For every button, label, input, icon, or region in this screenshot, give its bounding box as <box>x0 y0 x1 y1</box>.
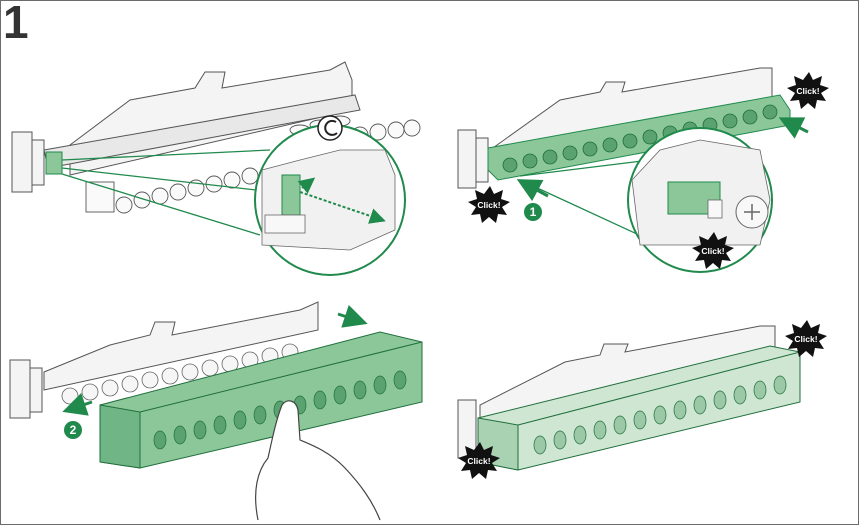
svg-text:Click!: Click! <box>796 86 819 96</box>
click-burst: Click! <box>468 186 510 223</box>
panel-1-rail-with-zoom <box>11 61 421 276</box>
svg-text:Click!: Click! <box>467 456 490 466</box>
click-burst: Click! <box>785 320 827 357</box>
zoom-detail-circle-2 <box>627 127 773 273</box>
svg-text:1: 1 <box>530 205 537 219</box>
din-rail-bracket <box>11 61 361 193</box>
green-terminal-bar <box>487 94 791 181</box>
push-arrow-icon <box>516 179 549 202</box>
svg-text:2: 2 <box>70 423 77 437</box>
din-rail-bracket-3 <box>9 301 319 419</box>
hand-icon <box>255 400 381 521</box>
step-number: 1 <box>3 0 29 48</box>
svg-text:Click!: Click! <box>701 246 724 256</box>
click-burst: Click! <box>787 72 829 109</box>
push-arrow-icon <box>778 117 809 139</box>
step-marker-2: 2 <box>64 421 82 439</box>
step-marker-1: 1 <box>524 203 542 221</box>
rail-clip <box>45 151 63 175</box>
panel-2-clip-mounted: Click! Click! Click! 1 <box>457 67 829 273</box>
svg-text:Click!: Click! <box>794 334 817 344</box>
click-burst: Click! <box>458 442 500 479</box>
rotate-icon <box>317 115 343 141</box>
zoom-lines-2 <box>519 159 651 241</box>
zoom-detail-circle <box>254 124 406 276</box>
push-arrow-icon <box>62 392 93 416</box>
insert-arrow-icon <box>299 191 386 224</box>
panel-4-assembled: Click! Click! <box>457 320 827 479</box>
svg-text:Click!: Click! <box>477 200 500 210</box>
panel-3-cover-insertion: 2 <box>9 301 423 521</box>
push-arrow-icon <box>337 304 368 328</box>
click-burst: Click! <box>692 232 734 269</box>
